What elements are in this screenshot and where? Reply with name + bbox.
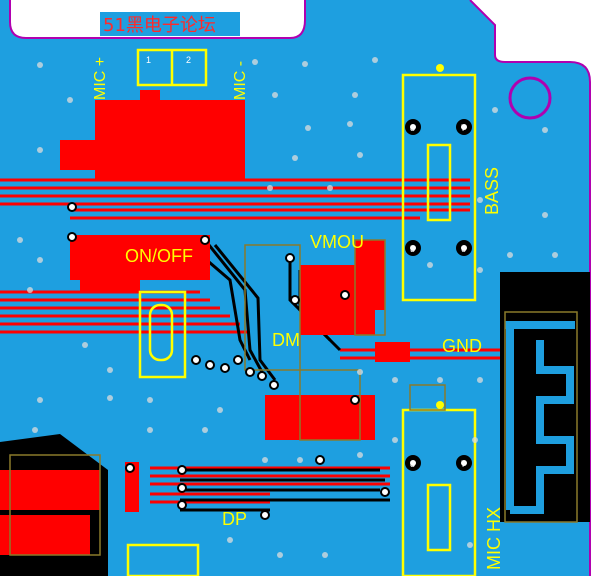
component-cluster	[0, 90, 410, 555]
svg-text:8: 8	[410, 123, 415, 133]
label-bass: BASS	[482, 167, 502, 215]
via-field	[17, 57, 558, 558]
watermark: 51黑电子论坛	[103, 15, 216, 36]
label-dm: DM	[272, 330, 300, 350]
board-outline	[9, 0, 591, 576]
label-on-off: ON/OFF	[125, 246, 193, 266]
label-vmou: VMOU	[310, 232, 364, 252]
watermark-box	[100, 12, 240, 36]
footprint-outlines	[9, 239, 446, 556]
label-gnd: GND	[442, 336, 482, 356]
label-mic-minus: MIC -	[232, 61, 249, 100]
label-dp: DP	[222, 509, 247, 529]
svg-text:7: 7	[461, 459, 466, 469]
header-pins	[405, 64, 472, 471]
svg-text:1: 1	[146, 55, 151, 65]
mounting-hole	[508, 76, 552, 120]
label-mic-hx: MIC HX	[484, 507, 504, 570]
svg-text:6: 6	[461, 244, 466, 254]
svg-text:7: 7	[461, 123, 466, 133]
label-mic-plus: MIC +	[92, 57, 109, 100]
svg-text:8: 8	[410, 459, 415, 469]
vias	[67, 202, 390, 520]
svg-text:2: 2	[186, 55, 191, 65]
svg-text:5: 5	[410, 244, 415, 254]
silkscreen-labels: MIC + MIC - BASS VMOU ON/OFF DM GND DP M…	[92, 57, 504, 570]
antenna-trace	[505, 321, 575, 514]
pin-numbers: 1 2 8 7 5 6 8 7	[146, 55, 466, 469]
